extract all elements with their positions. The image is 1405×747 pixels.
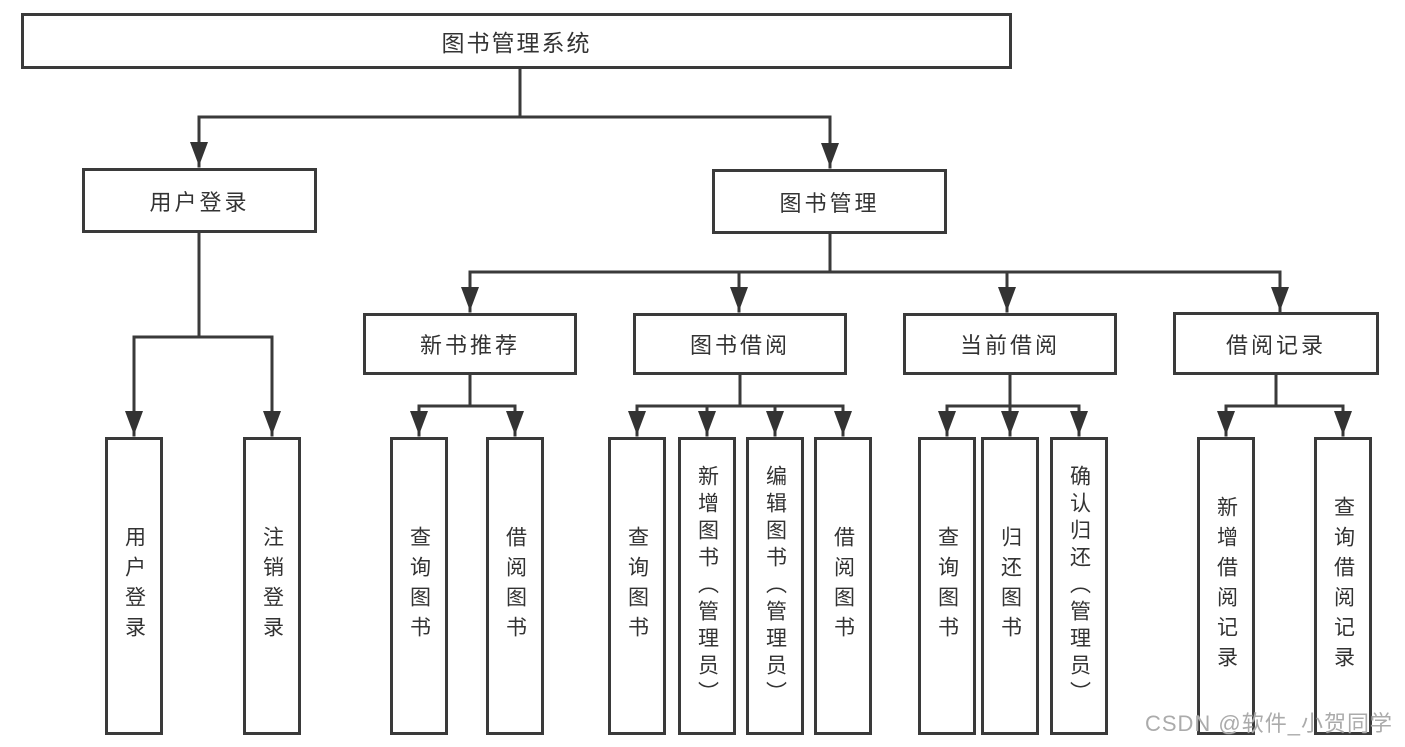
leaf-logout: 注销登录	[243, 437, 301, 735]
leaf-borrow-books-recommend-label: 借阅图书	[503, 526, 527, 646]
leaf-return-book-label: 归还图书	[998, 526, 1022, 646]
leaf-edit-book-admin: 编辑图书（管理员）	[746, 437, 804, 735]
leaf-user-login: 用户登录	[105, 437, 163, 735]
node-root: 图书管理系统	[21, 13, 1012, 69]
leaf-query-books-recommend-label: 查询图书	[407, 526, 431, 646]
leaf-query-books-recommend: 查询图书	[390, 437, 448, 735]
node-book-management: 图书管理	[712, 169, 947, 234]
node-new-book-recommend: 新书推荐	[363, 313, 577, 375]
leaf-query-borrow-record-label: 查询借阅记录	[1331, 496, 1355, 676]
leaf-borrow-books-recommend: 借阅图书	[486, 437, 544, 735]
leaf-query-books-current-label: 查询图书	[935, 526, 959, 646]
node-current-borrow: 当前借阅	[903, 313, 1117, 375]
leaf-borrow-books: 借阅图书	[814, 437, 872, 735]
node-book-borrow: 图书借阅	[633, 313, 847, 375]
node-new-book-recommend-label: 新书推荐	[419, 333, 520, 358]
node-book-management-label: 图书管理	[779, 190, 880, 216]
node-book-borrow-label: 图书借阅	[689, 333, 790, 358]
leaf-query-books-borrow-label: 查询图书	[625, 526, 649, 646]
leaf-edit-book-admin-label: 编辑图书（管理员）	[763, 464, 787, 708]
leaf-borrow-books-label: 借阅图书	[831, 526, 855, 646]
leaf-add-borrow-record: 新增借阅记录	[1197, 437, 1255, 735]
node-user-login-label: 用户登录	[149, 189, 250, 215]
leaf-query-borrow-record: 查询借阅记录	[1314, 437, 1372, 735]
node-user-login: 用户登录	[82, 168, 317, 233]
leaf-add-borrow-record-label: 新增借阅记录	[1214, 496, 1238, 676]
node-current-borrow-label: 当前借阅	[959, 333, 1060, 358]
leaf-user-login-label: 用户登录	[122, 526, 146, 646]
leaf-add-book-admin: 新增图书（管理员）	[678, 437, 736, 735]
leaf-confirm-return-admin: 确认归还（管理员）	[1050, 437, 1108, 735]
node-root-label: 图书管理系统	[441, 30, 592, 56]
leaf-return-book: 归还图书	[981, 437, 1039, 735]
leaf-add-book-admin-label: 新增图书（管理员）	[695, 464, 719, 708]
csdn-watermark: CSDN @软件_小贺同学	[1144, 711, 1393, 736]
node-borrow-records-label: 借阅记录	[1225, 332, 1326, 358]
node-borrow-records: 借阅记录	[1173, 312, 1379, 375]
leaf-query-books-current: 查询图书	[918, 437, 976, 735]
leaf-logout-label: 注销登录	[260, 526, 284, 646]
leaf-query-books-borrow: 查询图书	[608, 437, 666, 735]
leaf-confirm-return-admin-label: 确认归还（管理员）	[1067, 464, 1091, 708]
